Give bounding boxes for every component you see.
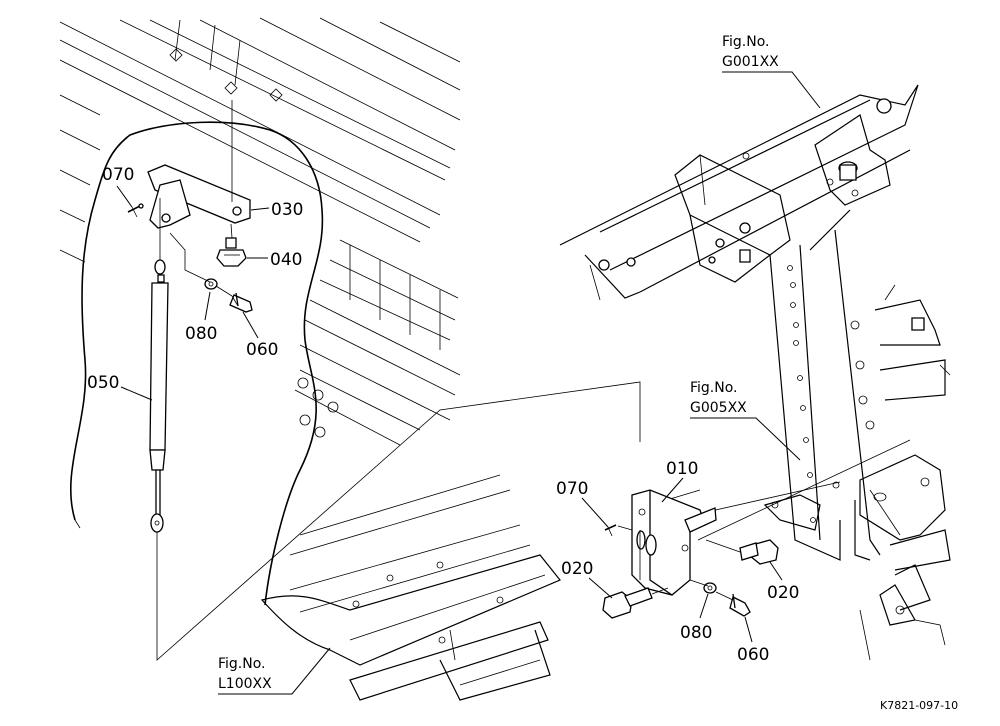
drawing-code: K7821-097-10 xyxy=(880,699,958,712)
callout-020-left: 020 xyxy=(561,559,593,579)
figure-reference-l100: Fig.No. L100XX xyxy=(218,647,331,695)
callout-020-right: 020 xyxy=(767,583,799,603)
fig-ref-code: L100XX xyxy=(218,676,272,692)
chassis-frame-background xyxy=(59,17,461,446)
cover-panel-outline xyxy=(69,121,324,606)
callout-080-right: 080 xyxy=(680,623,712,643)
callouts-right: 070 010 020 020 080 060 xyxy=(556,459,799,665)
cotter-pin-070-right xyxy=(604,524,633,537)
callouts-left: 070 030 040 080 060 050 xyxy=(87,165,303,401)
fig-ref-label: Fig.No. xyxy=(722,34,770,50)
callout-030: 030 xyxy=(271,200,303,220)
fig-ref-code: G001XX xyxy=(722,54,779,70)
fig-ref-code: G005XX xyxy=(690,400,747,416)
fig-ref-label: Fig.No. xyxy=(218,656,266,672)
flange-bolt-020-right xyxy=(705,539,779,565)
figure-reference-g005: Fig.No. G005XX xyxy=(690,380,801,461)
main-frame-right xyxy=(559,84,951,661)
flange-bolt-040 xyxy=(216,237,247,267)
fig-ref-label: Fig.No. xyxy=(690,380,738,396)
gas-strut-050 xyxy=(149,198,169,533)
floor-step-plate xyxy=(260,474,561,701)
cotter-pin-070 xyxy=(127,203,144,218)
bracket-010 xyxy=(631,489,717,596)
callout-080-left: 080 xyxy=(185,324,217,344)
clevis-pin-060-right xyxy=(689,579,751,617)
clevis-pin-060 xyxy=(229,292,253,313)
washer-080 xyxy=(204,278,218,290)
bracket-assembly-right xyxy=(602,489,779,619)
callout-070-left: 070 xyxy=(102,165,134,185)
bracket-030 xyxy=(147,164,251,229)
callout-060-left: 060 xyxy=(246,340,278,360)
washer-080-right xyxy=(703,582,717,594)
callout-070-right: 070 xyxy=(556,479,588,499)
callout-010: 010 xyxy=(666,459,698,479)
callout-060-right: 060 xyxy=(737,645,769,665)
gas-strut-assembly-left xyxy=(127,100,641,661)
flange-bolt-020-left xyxy=(602,587,669,619)
callout-040: 040 xyxy=(270,250,302,270)
figure-reference-g001: Fig.No. G001XX xyxy=(722,34,821,109)
callout-050: 050 xyxy=(87,373,119,393)
